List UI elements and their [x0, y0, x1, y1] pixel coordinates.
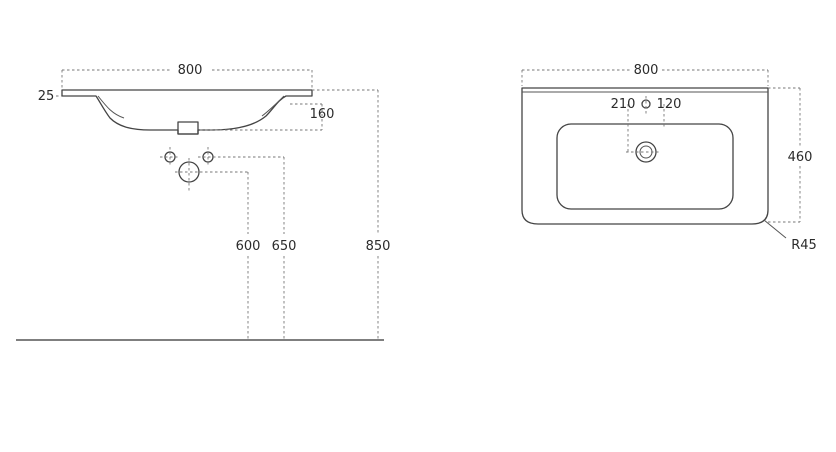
top-width-label: 800 — [634, 63, 659, 78]
tap-valve-left — [160, 147, 180, 167]
basin-top-outline — [521, 87, 769, 225]
top-view: 210 120 800 460 R45 — [521, 63, 817, 253]
rim-thickness-label: 25 — [38, 89, 55, 104]
corner-radius-label: R45 — [791, 238, 817, 253]
pipe-low-height-label: 600 — [236, 239, 261, 254]
radius-leader — [763, 219, 787, 239]
basin-bowl-outline — [556, 123, 734, 210]
top-depth-label: 460 — [788, 150, 813, 165]
basin-inner-edge — [97, 95, 125, 119]
basin-side-profile — [61, 89, 313, 135]
drain-outlet — [177, 121, 199, 135]
tap-left-label: 210 — [611, 97, 636, 112]
pipe-high-height-label: 650 — [272, 239, 297, 254]
tap-valve-right — [198, 147, 284, 167]
total-height-label: 850 — [366, 239, 391, 254]
waste-pipe — [175, 158, 248, 192]
side-width-label: 800 — [178, 63, 203, 78]
tap-right-label: 120 — [657, 97, 682, 112]
basin-depth-label: 160 — [310, 107, 335, 122]
side-view: 800 25 160 600 650 — [16, 63, 391, 341]
basin-inner-edge-right — [261, 95, 285, 117]
